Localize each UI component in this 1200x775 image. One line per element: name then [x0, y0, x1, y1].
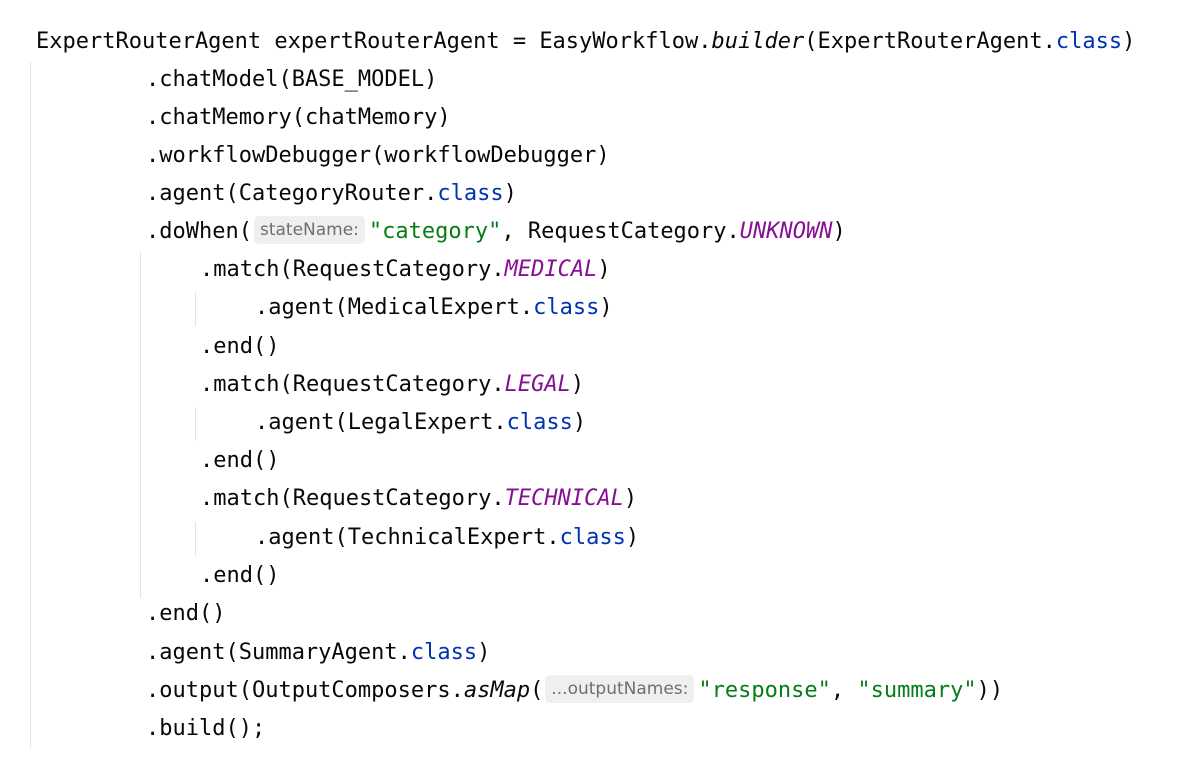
- code-text: ,: [830, 678, 858, 703]
- enum-constant: LEGAL: [504, 372, 571, 397]
- indent-guide: [195, 292, 196, 326]
- code-line-17[interactable]: .agent(SummaryAgent.class): [146, 635, 490, 671]
- code-text: ): [1122, 29, 1136, 54]
- parameter-hint: ...outputNames:: [545, 675, 695, 703]
- string-literal: "summary": [857, 678, 977, 703]
- code-text: .match(RequestCategory.: [200, 486, 505, 511]
- code-text: ): [597, 257, 611, 282]
- code-text: .agent(LegalExpert.: [255, 410, 507, 435]
- code-line-2[interactable]: .chatModel(BASE_MODEL): [146, 62, 437, 98]
- code-text: .end(): [200, 563, 280, 588]
- keyword: class: [533, 295, 600, 320]
- code-text: .agent(MedicalExpert.: [255, 295, 534, 320]
- keyword: class: [559, 525, 626, 550]
- code-line-10[interactable]: .match(RequestCategory.LEGAL): [200, 367, 584, 403]
- code-text: (: [530, 678, 544, 703]
- parameter-hint: stateName:: [253, 216, 365, 244]
- code-text: ): [572, 410, 587, 435]
- code-text: ): [625, 525, 640, 550]
- code-line-13[interactable]: .match(RequestCategory.TECHNICAL): [200, 481, 637, 517]
- code-line-16[interactable]: .end(): [146, 596, 225, 632]
- code-text: .doWhen(: [146, 219, 252, 244]
- code-text: ): [477, 640, 491, 665]
- code-text: (ExpertRouterAgent.: [804, 29, 1056, 54]
- enum-constant: MEDICAL: [504, 257, 598, 282]
- code-text: .agent(SummaryAgent.: [146, 640, 411, 665]
- code-line-5[interactable]: .agent(CategoryRouter.class): [146, 176, 517, 212]
- code-text: ): [623, 486, 638, 511]
- static-method: builder: [711, 29, 805, 54]
- code-text: .output(OutputComposers.: [146, 678, 464, 703]
- code-text: .end(): [200, 334, 280, 359]
- code-text: .end(): [146, 601, 226, 626]
- keyword: class: [410, 640, 478, 665]
- indent-guide: [195, 522, 196, 556]
- code-line-7[interactable]: .match(RequestCategory.MEDICAL): [200, 252, 611, 288]
- code-text: .build();: [146, 716, 266, 741]
- code-line-3[interactable]: .chatMemory(chatMemory): [146, 100, 451, 136]
- code-line-18[interactable]: .output(OutputComposers.asMap(...outputN…: [146, 673, 1003, 709]
- code-line-1[interactable]: ExpertRouterAgent expertRouterAgent = Ea…: [36, 24, 1135, 60]
- string-literal: "category": [368, 219, 502, 244]
- code-text: , RequestCategory.: [501, 219, 740, 244]
- code-text: .agent(CategoryRouter.: [146, 181, 438, 206]
- code-text: .agent(TechnicalExpert.: [255, 525, 560, 550]
- code-line-4[interactable]: .workflowDebugger(workflowDebugger): [146, 138, 610, 174]
- indent-guide: [30, 62, 31, 748]
- keyword: class: [1055, 29, 1123, 54]
- string-literal: "response": [698, 678, 831, 703]
- code-line-8[interactable]: .agent(MedicalExpert.class): [255, 290, 613, 326]
- code-text: ): [503, 181, 517, 206]
- indent-guide: [140, 252, 141, 598]
- indent-guide: [195, 407, 196, 441]
- code-line-15[interactable]: .end(): [200, 558, 279, 594]
- keyword: class: [437, 181, 504, 206]
- code-text: ): [832, 219, 846, 244]
- code-text: .workflowDebugger(workflowDebugger): [146, 143, 610, 168]
- code-line-6[interactable]: .doWhen(stateName:"category", RequestCat…: [146, 214, 846, 250]
- code-text: .chatModel(BASE_MODEL): [146, 67, 438, 92]
- enum-constant: UNKNOWN: [739, 219, 833, 244]
- code-line-11[interactable]: .agent(LegalExpert.class): [255, 405, 586, 441]
- code-text: ): [599, 295, 613, 320]
- code-text: ExpertRouterAgent expertRouterAgent = Ea…: [36, 29, 712, 54]
- code-line-19[interactable]: .build();: [146, 711, 265, 747]
- code-text: .chatMemory(chatMemory): [146, 105, 451, 130]
- code-line-12[interactable]: .end(): [200, 443, 279, 479]
- code-text: .end(): [200, 448, 280, 473]
- code-line-14[interactable]: .agent(TechnicalExpert.class): [255, 520, 639, 556]
- code-text: .match(RequestCategory.: [200, 372, 505, 397]
- code-text: )): [976, 678, 1004, 703]
- static-method: asMap: [463, 678, 531, 703]
- code-text: .match(RequestCategory.: [200, 257, 505, 282]
- keyword: class: [506, 410, 573, 435]
- code-text: ): [570, 372, 585, 397]
- enum-constant: TECHNICAL: [504, 486, 624, 511]
- code-line-9[interactable]: .end(): [200, 329, 279, 365]
